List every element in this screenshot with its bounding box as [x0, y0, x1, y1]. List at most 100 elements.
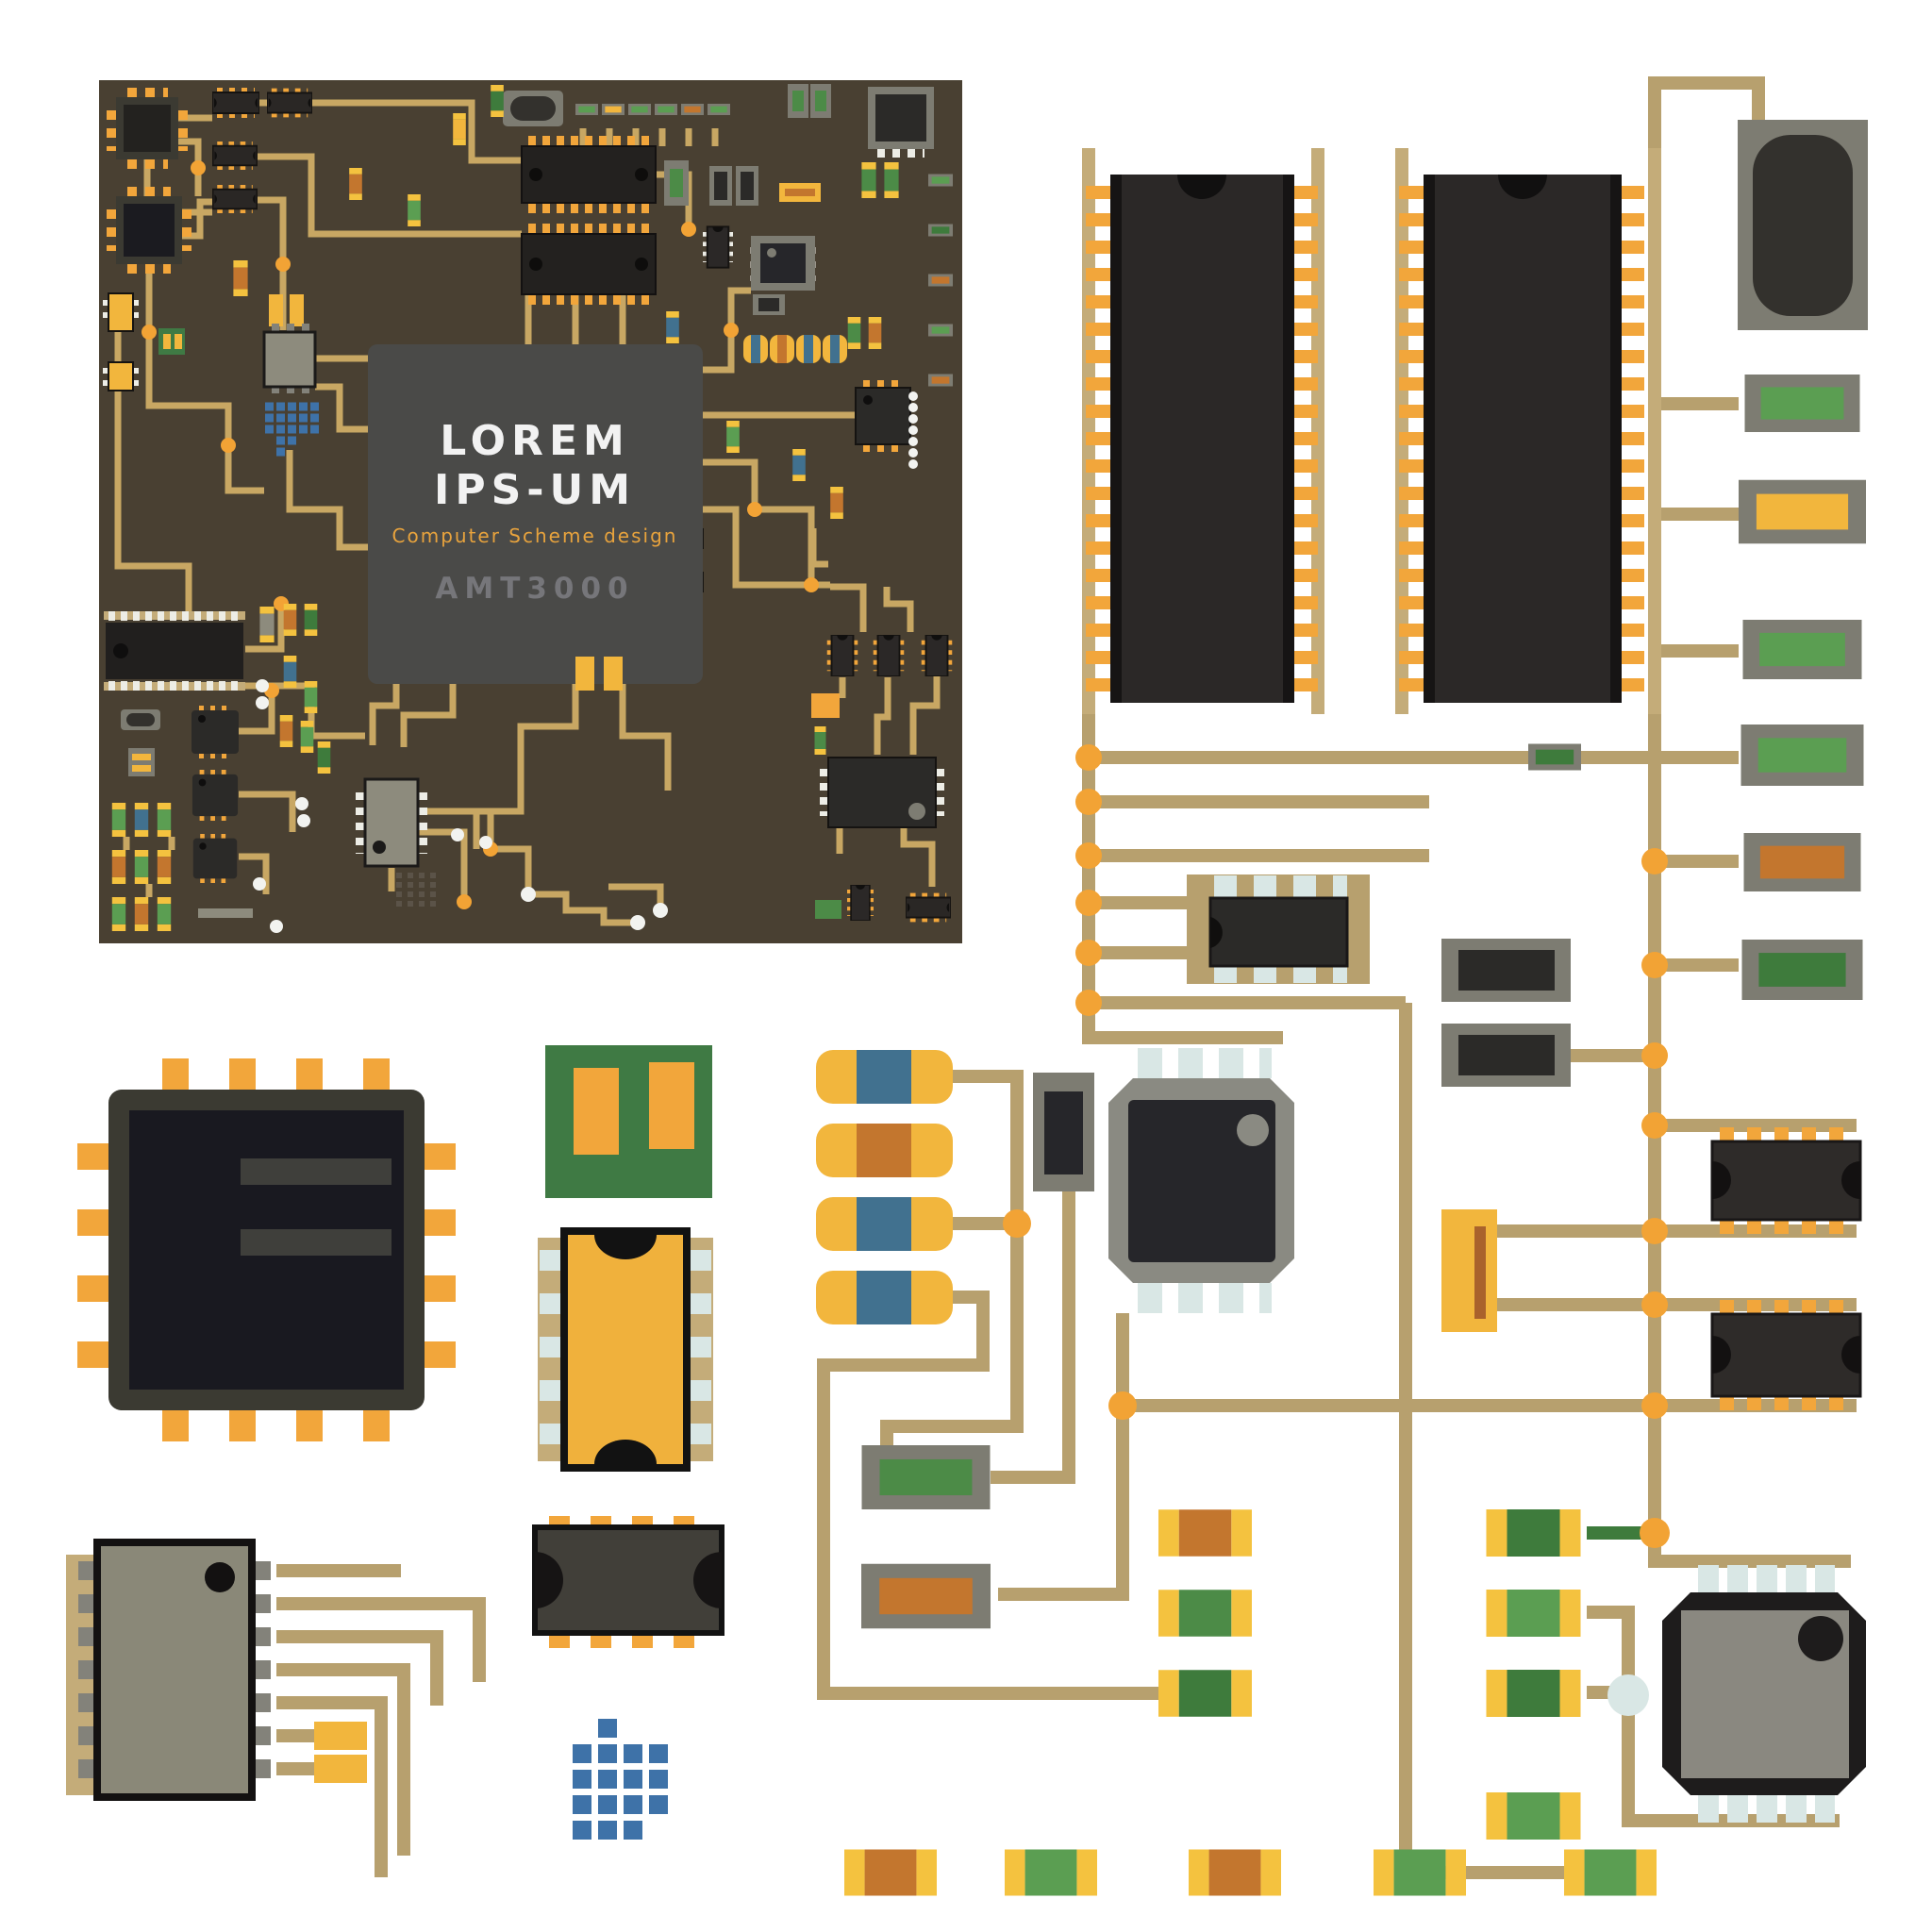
pad-orange	[811, 693, 840, 718]
external-wires	[817, 76, 1857, 1879]
dip-chip-yellow	[538, 1227, 713, 1472]
resistor-grid	[111, 803, 172, 931]
qfp-chip-small-1	[107, 88, 188, 169]
green-module-board	[545, 1045, 712, 1198]
dot-matrix-small	[265, 402, 321, 457]
capacitor	[814, 726, 826, 755]
capacitor-striped	[128, 748, 155, 776]
crystal-oscillator-small	[503, 91, 563, 126]
dip-chip-wide-2	[521, 224, 657, 305]
resistor-framed-green	[1742, 620, 1862, 679]
qfp-chip-small-2	[107, 187, 192, 274]
qfn-chip-mid-right	[855, 380, 911, 452]
dip-chip-wide-1	[521, 136, 657, 213]
dip-chip-small-bottom	[532, 1516, 724, 1648]
capacitor	[792, 449, 806, 481]
soic-chip-wired	[66, 1539, 486, 1877]
capacitor	[830, 487, 843, 519]
chip-resistor-green	[1564, 1849, 1657, 1896]
pad-yellow	[314, 1755, 367, 1783]
cpu-title-line1: LOREM	[440, 417, 630, 465]
dip-chip-yellow-mini	[103, 361, 139, 391]
chip-resistor-green	[1158, 1670, 1252, 1717]
green-module-tiny	[158, 328, 185, 355]
pad-yellow	[314, 1722, 367, 1750]
bottom-bits	[198, 885, 951, 921]
qfn-chip-large	[1108, 1048, 1294, 1313]
capacitor-framed-vertical	[1033, 1073, 1094, 1191]
chip-notch	[1177, 175, 1226, 199]
capacitor	[491, 85, 504, 117]
dip-chip-yellow-mini	[103, 292, 139, 332]
chip-resistor-green	[1374, 1849, 1466, 1896]
capacitor	[349, 168, 362, 200]
pcb-via-dots	[253, 679, 668, 933]
chip-resistor-orange	[844, 1849, 937, 1896]
capacitor	[453, 113, 466, 145]
qfn-chip	[192, 773, 238, 818]
via-dot-column	[908, 391, 918, 469]
dip8-chip	[924, 635, 950, 676]
capacitor-framed-dark-2	[1441, 1024, 1571, 1087]
via-dot-large	[1607, 1674, 1649, 1716]
dip8-chip	[830, 635, 856, 676]
qfp-chip-large	[77, 1058, 456, 1441]
dip-chip-small	[213, 144, 258, 167]
dip8-chip	[706, 226, 730, 267]
dip-chip-vertical-1	[1082, 148, 1324, 714]
cpu-title-line2: IPS-UM	[434, 466, 636, 514]
qfn-chip	[192, 708, 239, 756]
fuse-yellow	[779, 183, 821, 202]
cpu-chip: LOREM IPS-UM Computer Scheme design AMT3…	[368, 344, 703, 684]
chip-resistor-green	[1005, 1849, 1097, 1896]
dip-chip-vertical-2	[1395, 148, 1661, 714]
chip-resistor-column-right	[1486, 1509, 1581, 1840]
axial-resistor-blue	[816, 1197, 953, 1251]
chip-notch	[1498, 175, 1547, 199]
dip-chip-horizontal-1	[1710, 1127, 1862, 1234]
chip-resistor-orange	[1158, 1509, 1252, 1557]
crystal-oscillator-large	[1738, 120, 1868, 330]
resistor-framed-green	[861, 1445, 991, 1509]
resistor-framed-green	[1740, 724, 1864, 786]
qfn-chip	[193, 837, 237, 880]
qfn-chip-bottom-right	[1662, 1565, 1866, 1823]
resistor-framed-small	[1528, 743, 1581, 771]
capacitor-block	[753, 294, 785, 315]
chip-gray-frame	[868, 87, 934, 158]
resistor-framed-green	[1744, 375, 1860, 432]
dip-chip-horizontal-2	[1710, 1300, 1862, 1410]
soic-chip-board	[356, 777, 427, 868]
resistor-framed-green-dark	[1741, 940, 1863, 1000]
resistor-framed-orange	[1743, 833, 1861, 891]
ic-8pin-pad	[1187, 874, 1370, 984]
chip-resistor-orange	[1189, 1849, 1281, 1896]
chip-resistor-green	[1158, 1590, 1252, 1637]
capacitor	[233, 260, 248, 296]
axial-resistor-orange	[816, 1124, 953, 1177]
axial-resistor-blue	[816, 1050, 953, 1104]
resistor-framed-orange	[861, 1563, 991, 1629]
capacitor-framed-dark-1	[1441, 939, 1571, 1002]
axial-resistor-blue	[816, 1271, 953, 1324]
dip-chip-small	[267, 92, 312, 115]
dip-chip-wide-low	[820, 757, 944, 828]
pad-yellow	[604, 657, 623, 691]
dot-matrix-blue	[573, 1719, 668, 1840]
dip-chip-small	[212, 91, 259, 115]
soic-chip-small	[262, 294, 317, 393]
dip-chip-long	[104, 611, 245, 691]
capacitor	[259, 607, 275, 642]
cpu-model: AMT3000	[435, 572, 634, 606]
dip8-chip	[876, 635, 902, 676]
axial-resistor-column	[816, 1050, 953, 1324]
cpu-subtitle: Computer Scheme design	[392, 525, 678, 547]
pcb-junction-dots	[142, 160, 819, 909]
qfn-chip-small	[750, 236, 816, 291]
connector-yellow	[1441, 1209, 1497, 1332]
resistor-framed-yellow	[1739, 479, 1866, 544]
cpu-body	[368, 344, 703, 684]
pad-yellow	[575, 657, 594, 691]
